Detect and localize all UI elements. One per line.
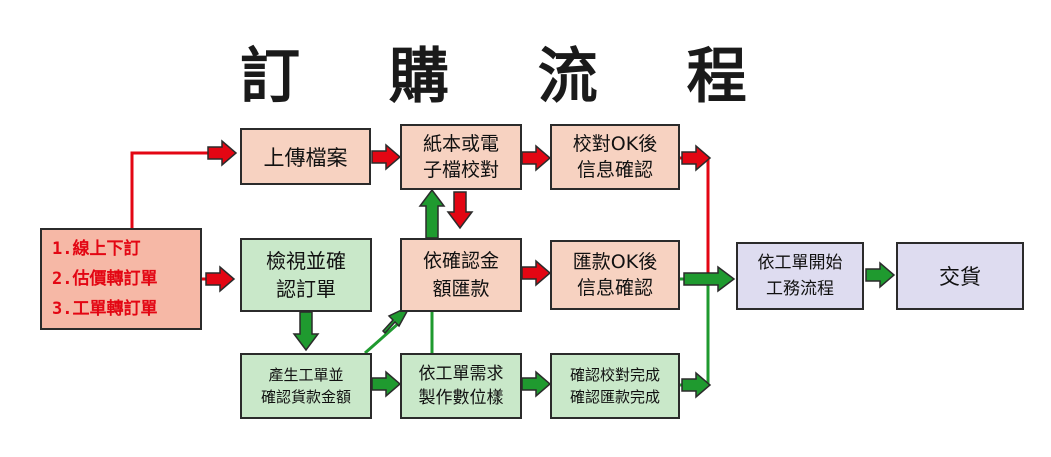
- node-make-digital-sample: 依工單需求 製作數位樣: [400, 353, 522, 419]
- connector-confirm-merge: [680, 280, 710, 387]
- connector-proofok-merge: [680, 156, 710, 273]
- arrow-remitok-to-workorder: [683, 265, 736, 293]
- node-remit-amount: 依確認金 額匯款: [400, 238, 522, 312]
- arrow-to-upload: [207, 139, 238, 167]
- arrow-remit-to-proof: [418, 188, 446, 239]
- arrow-sample-to-confirm: [521, 370, 552, 398]
- arrow-remit-to-remitok: [521, 259, 552, 287]
- arrow-review-to-generate: [292, 311, 320, 352]
- node-order-sources: 1.線上下訂 2.估價轉訂單 3.工單轉訂單: [40, 228, 202, 330]
- node-confirm-complete: 確認校對完成 確認匯款完成: [550, 353, 680, 419]
- node-upload-file: 上傳檔案: [240, 128, 371, 185]
- arrow-proof-to-remit: [446, 191, 474, 230]
- arrow-upload-to-proof: [371, 143, 402, 171]
- node-generate-work-order: 產生工單並 確認貨款金額: [240, 353, 372, 419]
- arrow-generate-to-sample: [371, 370, 402, 398]
- page-title: 訂 購 流 程: [240, 42, 781, 112]
- node-proof-ok-confirm: 校對OK後 信息確認: [550, 124, 680, 190]
- node-review-order: 檢視並確 認訂單: [240, 238, 372, 312]
- node-proof-check: 紙本或電 子檔校對: [400, 124, 522, 190]
- arrow-proof-to-proofok: [521, 144, 552, 172]
- node-remit-ok-confirm: 匯款OK後 信息確認: [550, 240, 680, 310]
- connector-generate-remit: [364, 320, 401, 355]
- node-delivery: 交貨: [896, 242, 1024, 310]
- arrow-source-to-review: [205, 265, 236, 293]
- arrow-workorder-to-delivery: [865, 261, 896, 289]
- arrow-confirm-to-merge: [681, 371, 712, 399]
- connector-source-upload: [130, 151, 210, 228]
- node-work-order-start: 依工單開始 工務流程: [736, 242, 864, 310]
- arrow-proofok-to-merge: [681, 144, 712, 172]
- arrow-to-remit-diagonal: [381, 304, 412, 335]
